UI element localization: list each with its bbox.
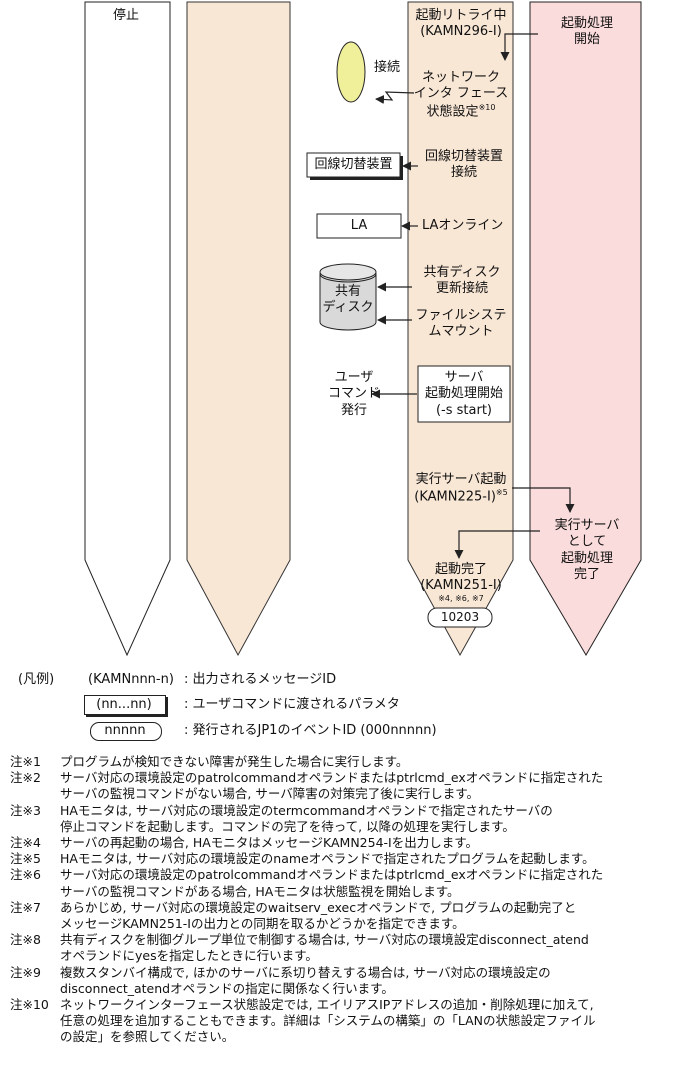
note-label: 注※6 [10,867,41,883]
network-cable [336,41,366,103]
note-label: 注※5 [10,851,41,867]
legend-title: (凡例) [18,672,55,687]
note-label: 注※2 [10,770,41,786]
note-item: 注※8 共有ディスクを制御グループ単位で制御する場合は, サーバ対応の環境設定di… [10,932,690,964]
legend-event-capsule [90,722,162,741]
start-flow-arrow [500,33,538,61]
note-label: 注※8 [10,932,41,948]
complete-return-arrow [454,530,540,559]
note-item: 注※5 HAモニタは, サーバ対応の環境設定のnameオペランドで指定されたプログ… [10,851,690,867]
legend-event-desc: : 発行されるJP1のイベントID (000nnnnn) [184,723,437,738]
shared-disk-icon [319,263,377,331]
event-id-label: 10203 [440,610,480,624]
connect-label: 接続 [374,60,401,75]
note-item: 注※9 複数スタンバイ構成で, ほかのサーバに系切り替えする場合は, サーバ対応の… [10,965,690,997]
network-if-label: ネットワーク インタ フェース 状態設定※10 [413,70,509,119]
legend: (凡例) (KAMNnnn-n) : 出力されるメッセージID (nn...nn… [0,660,695,750]
exec-server-complete-label: 実行サーバ として 起動処理 完了 [554,518,620,582]
line-switch-device-label: 回線切替装置 [314,157,393,172]
network-if-mark: ※10 [478,102,496,112]
blank-column [186,1,291,657]
legend-msg-sample: (KAMNnnn-n) [88,672,174,687]
note-item: 注※10 ネットワークインターフェース状態設定では, エイリアスIPアドレスの追加… [10,997,690,1046]
legend-msg-desc: : 出力されるメッセージID [184,672,337,687]
state-diagram [84,1,642,657]
legend-param-box [84,695,166,715]
note-text: サーバの再起動の場合, HAモニタはメッセージKAMN254-Iを出力します。 [60,835,478,851]
legend-param-desc: : ユーザコマンドに渡されるパラメタ [184,697,400,712]
note-label: 注※1 [10,754,41,769]
note-label: 注※4 [10,835,41,851]
start-process-label: 起動処理 開始 [560,16,613,48]
fs-mount-label: ファイルシステ ムマウント [415,308,507,340]
note-label: 注※10 [10,997,49,1013]
note-text: プログラムが検知できない障害が発生した場合に実行します。 [60,754,409,769]
legend-event-sample: nnnnn [104,723,146,738]
note-item: 注※3 HAモニタは, サーバ対応の環境設定のtermcommandオペランドで指… [10,803,690,835]
note-label: 注※9 [10,964,41,980]
exec-server-arrow [512,487,575,513]
stopped-column [84,1,171,657]
note-item: 注※1 プログラムが検知できない障害が発生した場合に実行します。 [10,754,690,770]
legend-param-sample: (nn...nn) [96,697,152,712]
shared-disk-update-label: 共有ディスク 更新接続 [423,265,501,297]
start-complete-label: 起動完了 [434,562,487,577]
note-label: 注※3 [10,802,41,818]
note-item: 注※7 あらかじめ, サーバ対応の環境設定のwaitserv_execオペランドで… [10,900,690,932]
note-label: 注※7 [10,899,41,915]
shared-disk-label: 共有 ディスク [322,284,374,316]
note-text: HAモニタは, サーバ対応の環境設定のnameオペランドで指定されたプログラムを… [60,851,595,867]
note-item: 注※6 サーバ対応の環境設定のpatrolcommandオペランドまたはptrlc… [10,867,690,899]
note-text: ネットワークインターフェース状態設定では, エイリアスIPアドレスの追加・削除処… [60,997,596,1045]
start-complete-msg: (KAMN251-I) [420,578,502,593]
event-id-capsule [427,607,493,628]
connect-zigzag [375,91,415,104]
note-text: あらかじめ, サーバ対応の環境設定のwaitserv_execオペランドで, プ… [60,899,577,932]
user-command-label: ユーザ コマンド 発行 [327,370,380,418]
exec-server-msg: (KAMN225-I)※5 [414,488,508,505]
note-item: 注※2 サーバ対応の環境設定のpatrolcommandオペランドまたはptrlc… [10,770,690,802]
note-text: 複数スタンバイ構成で, ほかのサーバに系切り替えする場合は, サーバ対応の環境設… [60,964,551,996]
note-text: 共有ディスクを制御グループ単位で制御する場合は, サーバ対応の環境設定disco… [60,932,589,964]
start-complete-marks: ※4, ※6, ※7 [438,594,484,603]
note-text: サーバ対応の環境設定のpatrolcommandオペランドまたはptrlcmd_… [60,867,604,899]
la-online-label: LAオンライン [422,218,504,233]
la-box [316,213,402,239]
server-start-cmd-label: サーバ 起動処理開始 (-s start) [424,370,503,418]
note-text: HAモニタは, サーバ対応の環境設定のtermcommandオペランドで指定され… [60,802,553,834]
retrying-label: 起動リトライ中 [415,8,507,23]
exec-server-start-label: 実行サーバ起動 [415,472,507,487]
stopped-label: 停止 [113,8,140,23]
line-switch-connect-label: 回線切替装置 接続 [424,149,503,181]
retrying-column [407,1,514,657]
server-start-cmd-box [417,365,511,423]
start-process-column [529,1,642,656]
retrying-msg: (KAMN296-I) [420,24,502,39]
note-item: 注※4 サーバの再起動の場合, HAモニタはメッセージKAMN254-Iを出力しま… [10,835,690,851]
la-label: LA [350,218,368,233]
note-text: サーバ対応の環境設定のpatrolcommandオペランドまたはptrlcmd_… [60,770,604,802]
notes-section: 注※1 プログラムが検知できない障害が発生した場合に実行します。注※2 サーバ対応の… [10,754,690,1046]
exec-server-mark: ※5 [495,488,508,497]
